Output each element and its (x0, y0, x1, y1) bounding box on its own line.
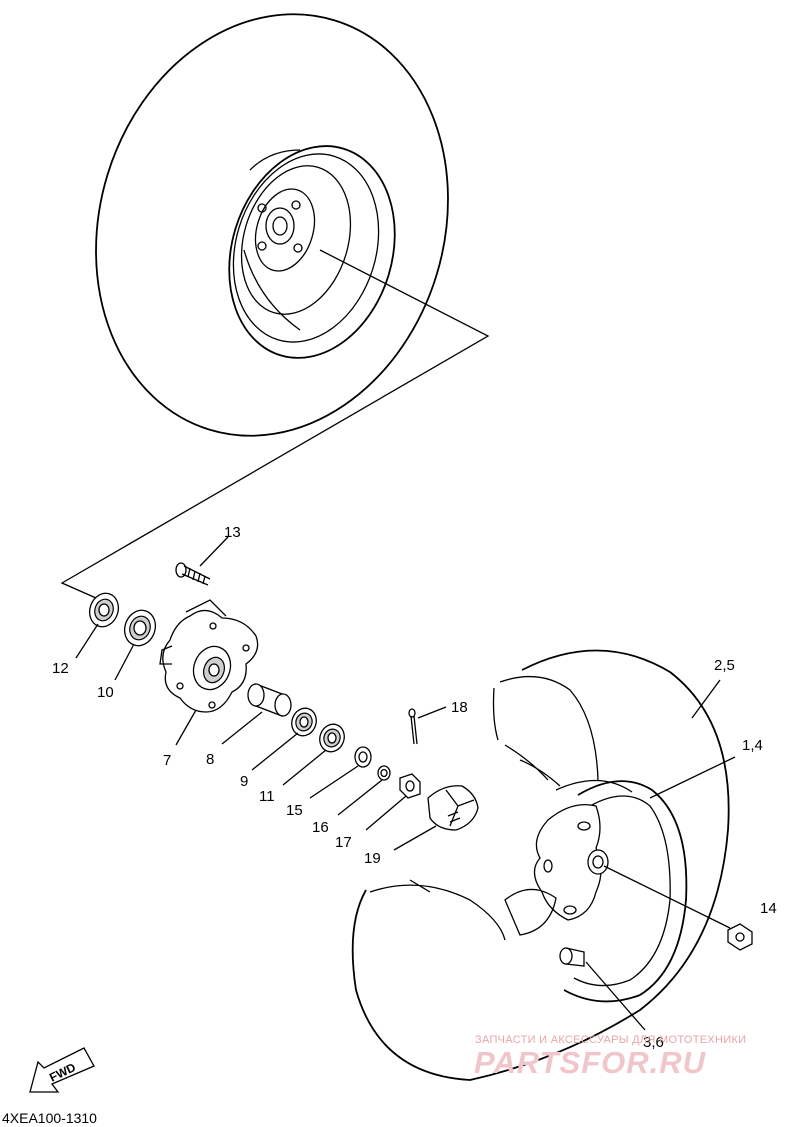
rim-hub-bore-inner (592, 855, 604, 869)
exploded-wheel (351, 649, 753, 1081)
tire-inner-edge (369, 884, 506, 941)
part-labels: 13 12 10 7 8 9 11 15 16 17 19 18 2,5 1,4… (52, 524, 777, 1051)
label-12: 12 (52, 660, 69, 677)
label-19: 19 (364, 850, 381, 867)
rim-lip-edge (555, 779, 633, 793)
assembled-tire (95, 13, 449, 437)
bearing-part-10 (123, 609, 157, 647)
oil-seal-part-12 (88, 592, 120, 628)
label-16: 16 (312, 819, 329, 836)
assembled-wheel (95, 13, 449, 437)
assembled-hub-center (265, 207, 295, 245)
rim-lug-hole (577, 821, 591, 831)
label-3-6: 3,6 (643, 1034, 664, 1051)
bearing-part-9 (291, 707, 317, 737)
rim-center-disc (533, 803, 602, 921)
tire-tread-line (409, 879, 431, 893)
leader-12 (75, 623, 99, 659)
leader-8 (221, 711, 263, 745)
bolt-part-13 (175, 562, 211, 586)
leader-1-4 (649, 756, 736, 799)
rim-lug-hole (543, 859, 553, 873)
collar-part-8 (247, 683, 292, 717)
watermark-tagline: ЗАПЧАСТИ И АКСЕССУАРЫ ДЛЯ МОТОТЕХНИКИ (475, 1034, 746, 1046)
label-11: 11 (259, 788, 275, 805)
guide-line-wheel-to-bearing (60, 249, 490, 599)
tire-part-2-5 (351, 649, 730, 1081)
cotter-pin-part-18 (408, 708, 418, 745)
rim-lug-hole (563, 905, 577, 915)
spacer-part-15 (354, 746, 372, 768)
assembled-lug-hole (257, 241, 267, 251)
assembled-hub-plate (254, 188, 316, 272)
leader-13 (199, 536, 229, 567)
assembly-guide-lines (60, 249, 490, 617)
hub-cap-part-19 (427, 785, 479, 831)
hub-part-7 (159, 609, 259, 713)
leader-19 (393, 825, 437, 851)
leader-7 (175, 709, 197, 746)
label-7: 7 (163, 752, 171, 769)
leader-18 (417, 706, 447, 719)
hub-parts (88, 562, 479, 831)
assembled-lug-hole (291, 200, 301, 210)
tire-bead-line (504, 744, 549, 781)
leader-3-6 (585, 961, 646, 1031)
assembled-rim-contour (249, 149, 301, 171)
diagram-code: 4XEA100-1310 (2, 1110, 97, 1126)
leader-14 (603, 865, 731, 929)
watermark: ЗАПЧАСТИ И АКСЕССУАРЫ ДЛЯ МОТОТЕХНИКИ PA… (474, 1034, 746, 1080)
valve-part-3-6 (559, 947, 585, 967)
assembled-rim-outer (228, 145, 396, 359)
tire-inner-edge (499, 676, 599, 781)
label-14: 14 (760, 900, 777, 917)
label-1-4: 1,4 (742, 737, 763, 754)
tire-bead-line (492, 687, 499, 741)
label-2-5: 2,5 (714, 657, 735, 674)
label-13: 13 (224, 524, 241, 541)
leader-16 (337, 779, 383, 816)
rim-part-1-4 (563, 780, 688, 1003)
label-15: 15 (286, 802, 303, 819)
rim-inner-lip (573, 795, 671, 987)
leader-lines (75, 536, 736, 1031)
rim-edge-detail (504, 888, 557, 936)
label-10: 10 (97, 684, 114, 701)
assembled-rim-lip (232, 153, 380, 343)
lug-nut-part-14 (727, 923, 753, 951)
assembled-rim-contour (243, 249, 301, 331)
assembled-lug-hole (257, 203, 267, 213)
assembled-rim-inner (240, 165, 352, 315)
washer-part-16 (377, 765, 391, 781)
rim-hub-bore (587, 849, 609, 875)
leader-2-5 (691, 679, 721, 719)
label-9: 9 (240, 773, 248, 790)
leader-10 (114, 643, 135, 681)
fwd-arrow-icon: FWD (29, 1047, 95, 1093)
watermark-logo: PARTSFOR.RU (474, 1045, 707, 1080)
guide-line-bolt-to-hub (185, 599, 227, 617)
leader-11 (282, 749, 327, 786)
label-17: 17 (335, 834, 352, 851)
tire-tread-line (519, 759, 561, 787)
label-18: 18 (451, 699, 468, 716)
oil-seal-part-11 (319, 723, 345, 753)
leader-15 (309, 765, 359, 799)
assembled-hub-bore (272, 216, 288, 236)
label-8: 8 (206, 751, 214, 768)
leader-17 (365, 795, 407, 831)
nut-part-17 (399, 773, 421, 799)
leader-9 (251, 732, 299, 771)
assembled-lug-hole (293, 243, 303, 253)
